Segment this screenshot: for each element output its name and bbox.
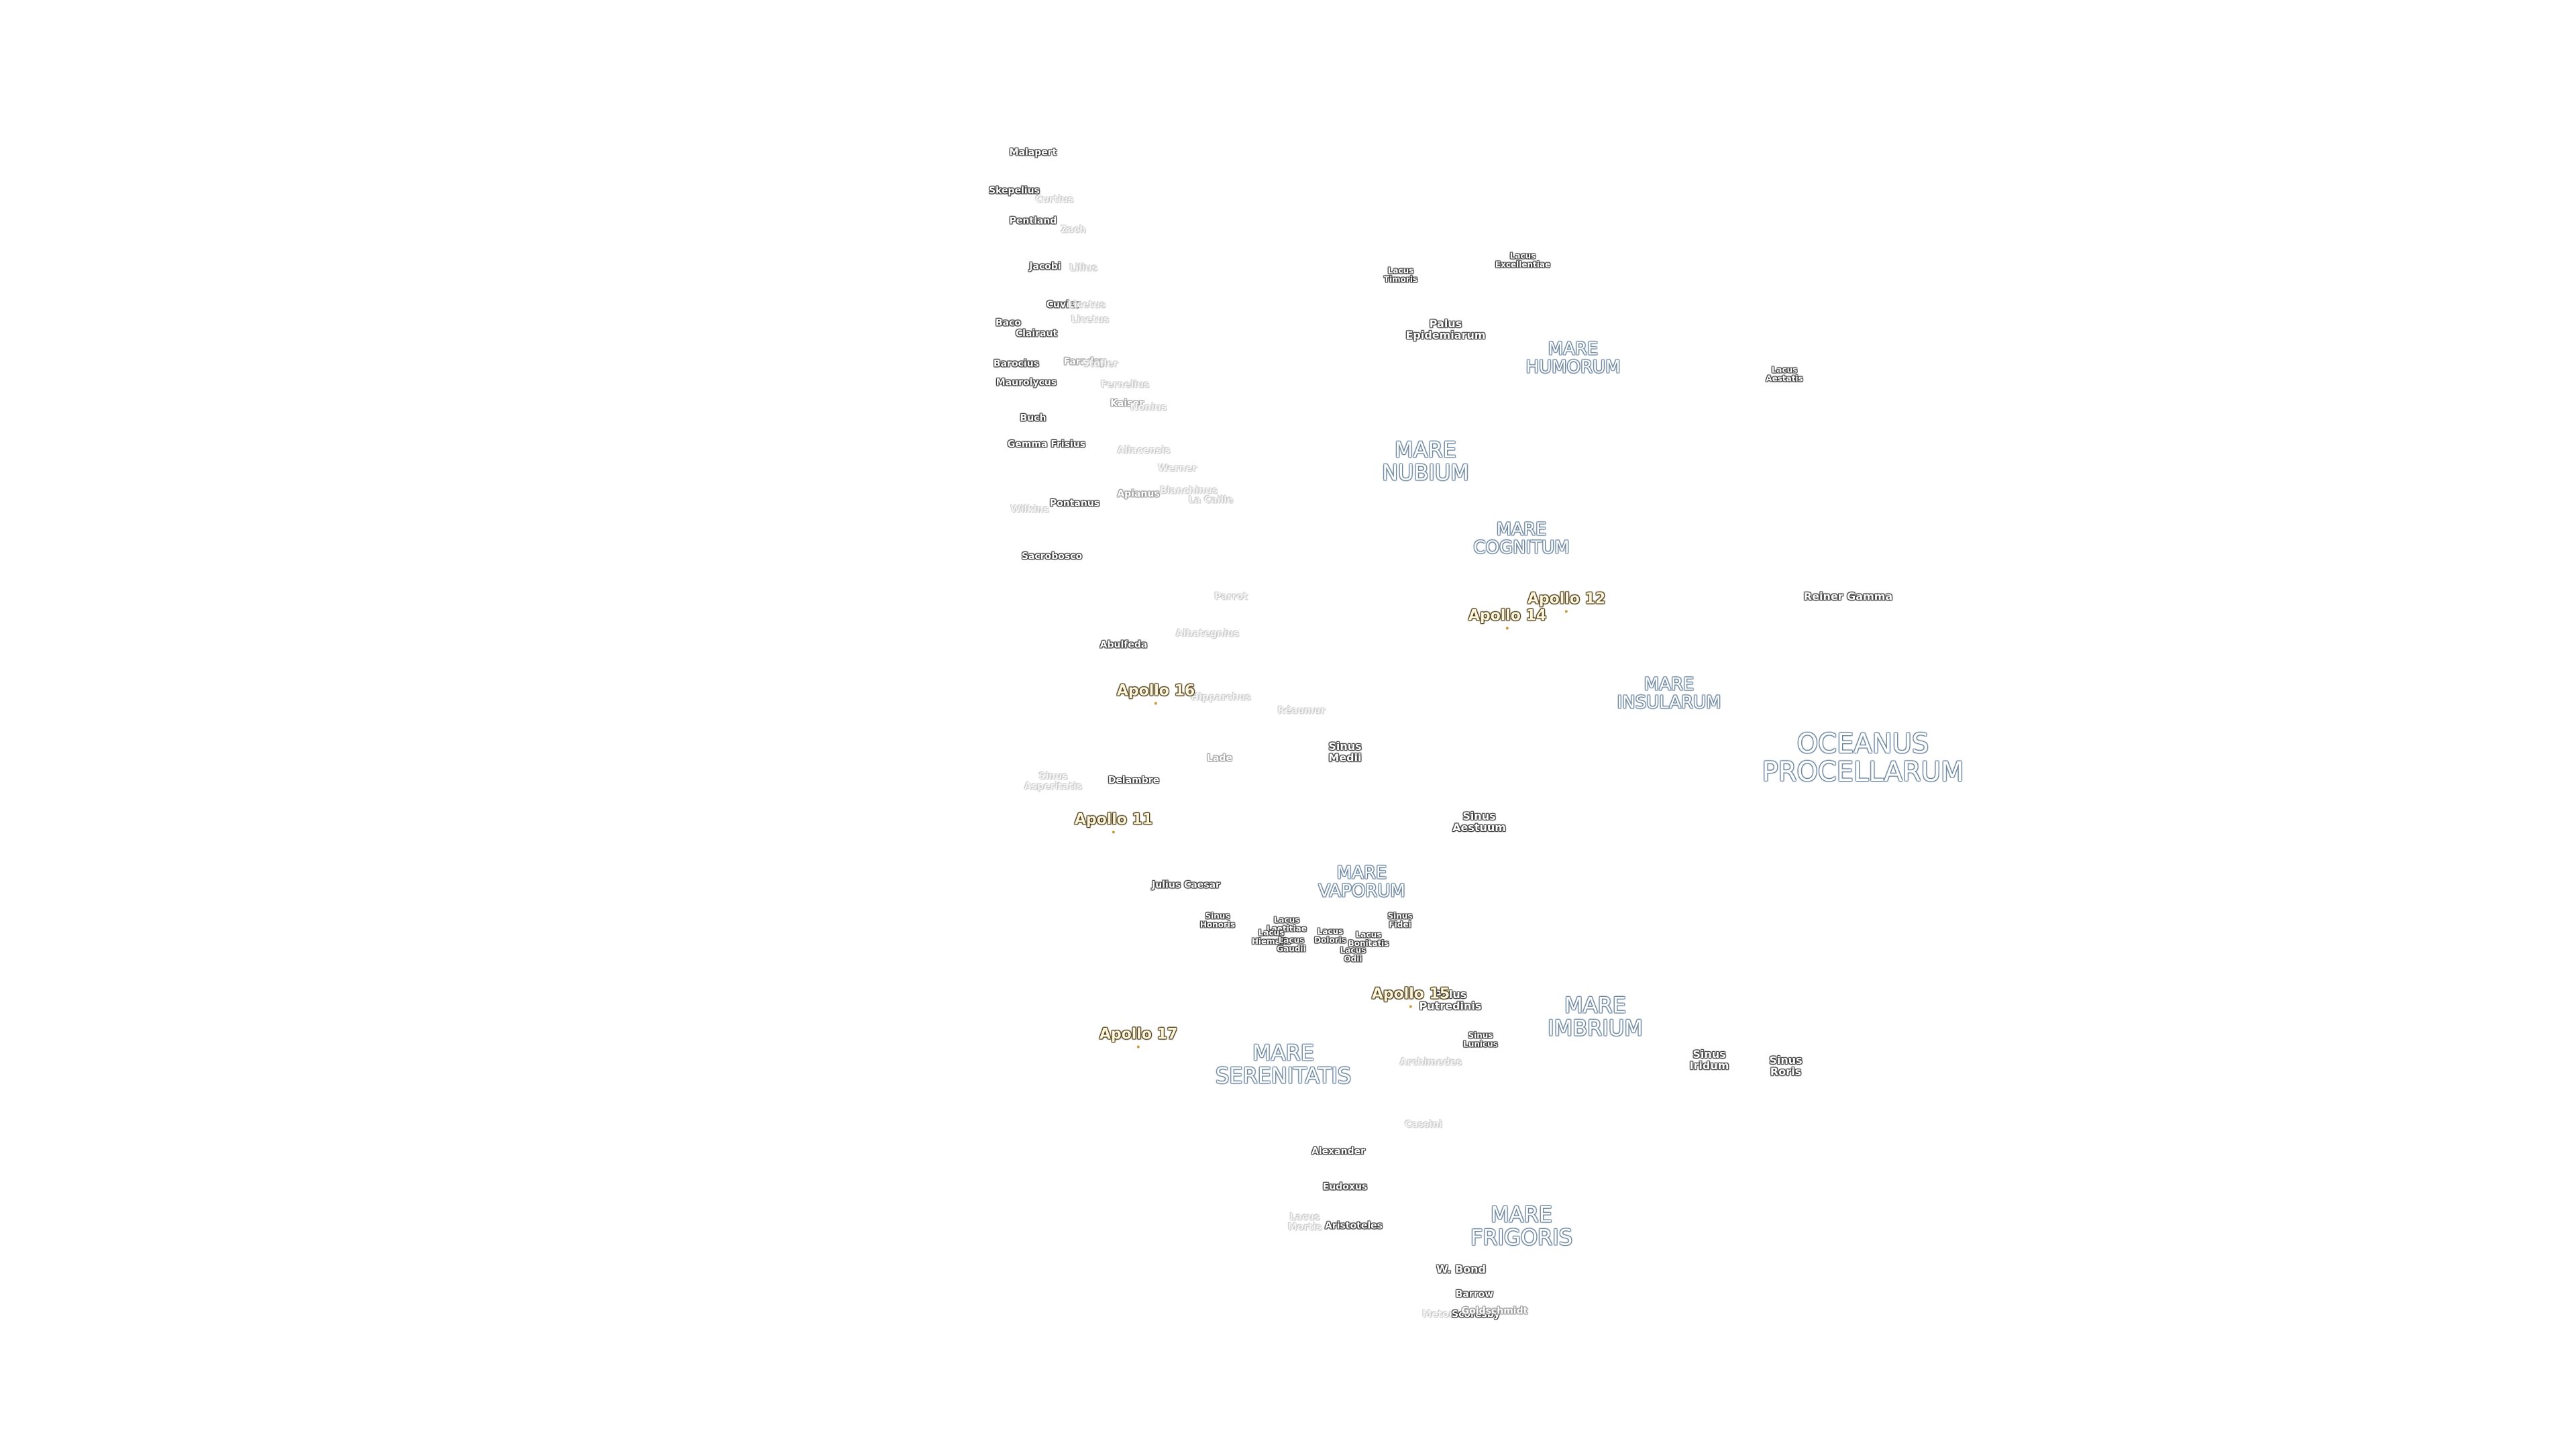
crater-label[interactable]: Faraday <box>1063 356 1106 368</box>
crater-label[interactable]: Apianus <box>1117 488 1160 500</box>
crater-label[interactable]: Cuvier <box>1046 299 1081 311</box>
crater-label[interactable]: Julius Caesar <box>1152 879 1220 891</box>
crater-label[interactable]: Barrow <box>1455 1289 1494 1300</box>
crater-label[interactable]: Abulfeda <box>1099 639 1148 651</box>
crater-label[interactable]: Fernelius <box>1100 379 1150 390</box>
feature-label[interactable]: Lacus Timoris <box>1383 266 1418 284</box>
crater-label[interactable]: Sinus Asperitatis <box>1024 771 1083 792</box>
crater-label[interactable]: Lacus Bonitatis <box>1348 930 1389 948</box>
crater-label[interactable]: Réaumur <box>1277 705 1326 716</box>
mare-label[interactable]: MARE HUMORUM <box>1525 339 1621 378</box>
crater-label[interactable]: Meton <box>1422 1309 1456 1320</box>
crater-label[interactable]: Albategnius <box>1175 628 1240 639</box>
crater-label[interactable]: Lacus Doloris <box>1314 926 1346 945</box>
apollo-landing-label[interactable]: Apollo 17 <box>1099 1026 1178 1049</box>
crater-label[interactable]: Aliacensis <box>1117 445 1171 456</box>
crater-label[interactable]: Zach <box>1061 224 1086 235</box>
crater-label[interactable]: Goldschmidt <box>1461 1305 1528 1317</box>
crater-label[interactable]: Baco <box>995 317 1022 329</box>
apollo-landing-label[interactable]: Apollo 16 <box>1116 682 1195 705</box>
crater-label[interactable]: Wilkins <box>1010 504 1049 515</box>
feature-label[interactable]: Sinus Lunicus <box>1463 1030 1498 1049</box>
crater-label[interactable]: Archimedes <box>1399 1057 1462 1068</box>
feature-label[interactable]: Sinus Roris <box>1769 1054 1803 1078</box>
crater-label[interactable]: Werner <box>1158 463 1197 474</box>
crater-label[interactable]: Licetus <box>1067 299 1106 311</box>
crater-label[interactable]: Sacrobosco <box>1021 551 1083 562</box>
apollo-landing-label[interactable]: Apollo 11 <box>1074 811 1153 834</box>
crater-label[interactable]: Lacus Laetitiae <box>1267 915 1307 933</box>
crater-label[interactable]: Delambre <box>1108 775 1160 786</box>
crater-label[interactable]: Jacobi <box>1029 261 1061 272</box>
feature-label[interactable]: Palus Putredinis <box>1419 988 1482 1012</box>
mare-label[interactable]: MARE INSULARUM <box>1617 674 1721 713</box>
crater-label[interactable]: Maurolycus <box>996 377 1057 388</box>
mare-label[interactable]: MARE SERENITATIS <box>1215 1040 1352 1088</box>
crater-label[interactable]: Pontanus <box>1049 498 1100 509</box>
crater-label[interactable]: Skepelius <box>989 185 1040 197</box>
crater-label[interactable]: Nonius <box>1130 402 1167 413</box>
crater-label[interactable]: Lacus Gaudii <box>1277 935 1306 953</box>
crater-label[interactable]: Malapert <box>1009 147 1057 158</box>
feature-label[interactable]: Palus Epidemiarum <box>1405 317 1486 341</box>
crater-label[interactable]: Blanchinus <box>1159 485 1218 496</box>
feature-label[interactable]: Lacus Excellentiae <box>1495 251 1551 269</box>
crater-label[interactable]: Parrot <box>1214 591 1248 602</box>
crater-label[interactable]: Gemma Frisius <box>1007 439 1086 450</box>
crater-label[interactable]: Cassini <box>1405 1119 1442 1130</box>
mare-label[interactable]: OCEANUS PROCELLARUM <box>1762 729 1964 788</box>
mare-label[interactable]: MARE IMBRIUM <box>1548 992 1643 1040</box>
feature-label[interactable]: Sinus Iridum <box>1689 1048 1729 1072</box>
mare-label[interactable]: MARE VAPORUM <box>1318 863 1405 902</box>
crater-label[interactable]: Lacus Hiemalis <box>1251 928 1291 946</box>
crater-label[interactable]: Scoresby <box>1452 1309 1500 1320</box>
crater-label[interactable]: Licetus <box>1071 314 1110 325</box>
crater-label[interactable]: La Caille <box>1188 494 1234 506</box>
crater-label[interactable]: Aristoteles <box>1325 1220 1383 1232</box>
crater-label[interactable]: Sinus Honoris <box>1199 911 1236 929</box>
mare-label[interactable]: MARE COGNITUM <box>1473 519 1570 558</box>
feature-label[interactable]: Sinus Aestuum <box>1452 810 1506 834</box>
crater-label[interactable]: Pentland <box>1009 215 1057 227</box>
crater-label[interactable]: Eudoxus <box>1322 1181 1368 1193</box>
apollo-landing-label[interactable]: Apollo 15 <box>1371 985 1450 1008</box>
crater-label[interactable]: Curtius <box>1035 194 1074 205</box>
crater-label[interactable]: Lade <box>1207 753 1232 764</box>
apollo-landing-label[interactable]: Apollo 14 <box>1468 607 1547 630</box>
crater-label[interactable]: Clairaut <box>1015 328 1058 339</box>
mare-label[interactable]: MARE NUBIUM <box>1382 437 1469 485</box>
crater-label[interactable]: Lacus Odii <box>1340 945 1366 963</box>
crater-label[interactable]: Barocius <box>993 358 1040 370</box>
crater-label[interactable]: Stöfler <box>1082 358 1118 370</box>
feature-label[interactable]: W. Bond <box>1436 1263 1487 1276</box>
crater-label[interactable]: Sinus Fidei <box>1387 911 1413 929</box>
apollo-landing-label[interactable]: Apollo 12 <box>1527 590 1606 613</box>
feature-label[interactable]: Lacus Aestatis <box>1766 365 1803 383</box>
crater-label[interactable]: Lilius <box>1069 262 1097 274</box>
crater-label[interactable]: Buch <box>1020 413 1046 424</box>
crater-label[interactable]: Hipparchus <box>1191 692 1251 703</box>
crater-label[interactable]: Alexander <box>1311 1146 1365 1157</box>
crater-label[interactable]: Kaiser <box>1110 398 1144 409</box>
feature-label[interactable]: Reiner Gamma <box>1803 590 1893 603</box>
feature-label[interactable]: Sinus Medii <box>1328 740 1362 764</box>
crater-label[interactable]: Lacus Mortis <box>1287 1212 1322 1232</box>
mare-label[interactable]: MARE FRIGORIS <box>1470 1201 1573 1250</box>
